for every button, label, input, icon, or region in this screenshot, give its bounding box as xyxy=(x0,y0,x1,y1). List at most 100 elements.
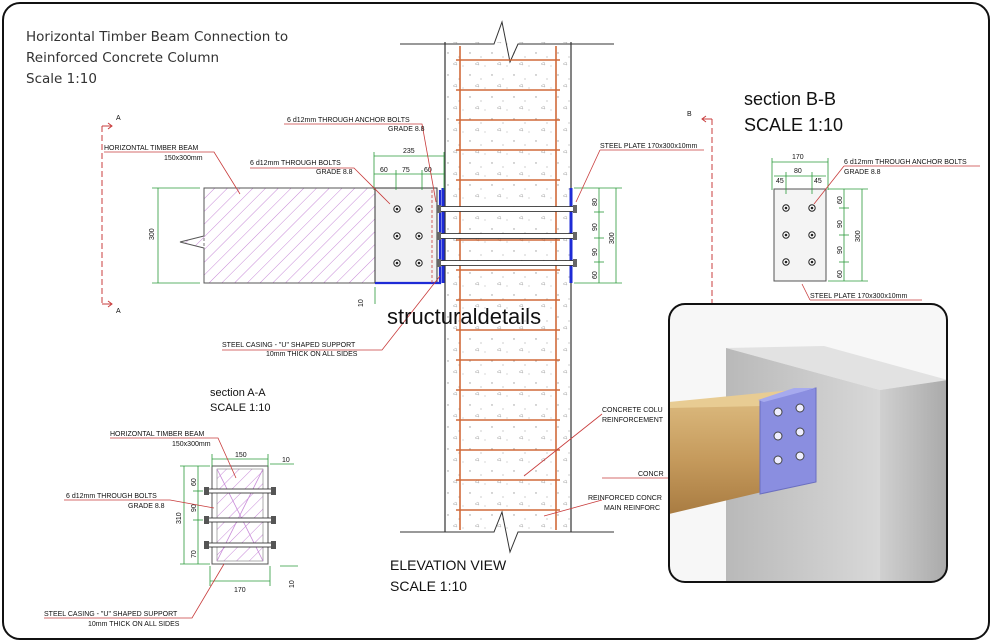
aa-dim-170: 170 xyxy=(234,587,246,594)
anchor-bolts-elevation xyxy=(437,205,577,267)
section-marker-b xyxy=(701,115,713,304)
bolt-core xyxy=(417,261,421,265)
render-bolt xyxy=(795,451,805,461)
bb-dim-v60-b: 60 xyxy=(837,270,844,278)
marker-a-top: A xyxy=(116,115,121,122)
steel-u-casing xyxy=(374,187,442,285)
section-aa-scale: SCALE 1:10 xyxy=(210,402,271,414)
aa-label-through-bolts: 6 d12mm THROUGH BOLTS xyxy=(66,493,157,500)
title-line-1: Horizontal Timber Beam Connection to xyxy=(26,29,288,45)
anchor-nut-right xyxy=(573,205,577,213)
bolt-nut-left xyxy=(204,541,209,549)
dim-right-90-a: 90 xyxy=(592,223,599,231)
label-main-reinf-1: REINFORCED CONCR xyxy=(588,495,662,502)
section-aa-title: section A-A xyxy=(210,387,266,399)
label-casing-note: 10mm THICK ON ALL SIDES xyxy=(266,351,358,358)
bolt-core xyxy=(417,234,421,238)
elevation-dimension-lines xyxy=(152,152,622,304)
bolt-nut-left xyxy=(204,487,209,495)
bolt-core xyxy=(784,233,788,237)
aa-label-casing-note: 10mm THICK ON ALL SIDES xyxy=(88,621,180,628)
marker-b-top: B xyxy=(687,111,692,118)
detail-drawing: Horizontal Timber Beam Connection to Rei… xyxy=(26,20,980,628)
bb-dim-80: 80 xyxy=(794,168,802,175)
dim-right-90-b: 90 xyxy=(592,248,599,256)
label-anchor-bolts: 6 d12mm THROUGH ANCHOR BOLTS xyxy=(287,117,410,124)
label-through-bolts: 6 d12mm THROUGH BOLTS xyxy=(250,160,341,167)
label-casing: STEEL CASING - "U" SHAPED SUPPORT xyxy=(222,342,356,349)
dim-75: 75 xyxy=(402,167,410,174)
marker-a-bottom: A xyxy=(116,308,121,315)
bb-dim-45-a: 45 xyxy=(776,178,784,185)
dim-10: 10 xyxy=(358,299,365,307)
label-main-reinf-2: MAIN REINFORC xyxy=(604,505,660,512)
aa-dim-v310: 310 xyxy=(176,512,183,524)
anchor-nut-left xyxy=(437,205,441,213)
bb-dim-v90-a: 90 xyxy=(837,220,844,228)
section-marker-a xyxy=(101,122,113,308)
dim-60-a: 60 xyxy=(380,167,388,174)
label-column-reinf-2: REINFORCEMENT xyxy=(602,417,664,424)
render-inset xyxy=(668,303,948,583)
bolt-core xyxy=(784,260,788,264)
label-timber-size: 150x300mm xyxy=(164,155,203,162)
anchor-rod xyxy=(439,233,577,239)
render-bolt xyxy=(773,455,783,465)
bolt-nut-right xyxy=(271,516,276,524)
bb-dim-v300: 300 xyxy=(855,230,862,242)
column-stirrups xyxy=(456,59,560,511)
bolt-core xyxy=(810,260,814,264)
aa-label-timber-beam: HORIZONTAL TIMBER BEAM xyxy=(110,431,205,438)
anchor-rod xyxy=(439,260,577,266)
anchor-nut-left xyxy=(437,232,441,240)
section-aa-dimension-lines xyxy=(180,454,298,586)
render-bolt xyxy=(773,407,783,417)
title-scale: Scale 1:10 xyxy=(26,71,97,87)
aa-dim-10-b: 10 xyxy=(289,580,296,588)
aa-label-casing: STEEL CASING - "U" SHAPED SUPPORT xyxy=(44,611,178,618)
aa-dim-v70: 70 xyxy=(191,550,198,558)
aa-label-timber-size: 150x300mm xyxy=(172,441,211,448)
bolt-nut-right xyxy=(271,487,276,495)
anchor-nut-left xyxy=(437,259,441,267)
section-aa-leaders xyxy=(44,437,237,619)
dim-beam-300: 300 xyxy=(149,228,156,240)
bb-label-steel-plate: STEEL PLATE 170x300x10mm xyxy=(810,293,907,300)
bb-dim-v60-a: 60 xyxy=(837,196,844,204)
bb-dim-170: 170 xyxy=(792,154,804,161)
anchor-rod xyxy=(439,206,577,212)
render-bolt xyxy=(795,403,805,413)
section-aa-timber xyxy=(211,465,269,565)
render-bolt xyxy=(773,431,783,441)
aa-dim-10: 10 xyxy=(282,457,290,464)
dim-60-b: 60 xyxy=(424,167,432,174)
section-bb-bolts xyxy=(782,204,816,266)
render-plate-bolts xyxy=(773,403,805,465)
bb-label-anchor-bolts: 6 d12mm THROUGH ANCHOR BOLTS xyxy=(844,159,967,166)
bb-dim-45-b: 45 xyxy=(814,178,822,185)
dim-235: 235 xyxy=(403,148,415,155)
dim-right-300: 300 xyxy=(609,232,616,244)
anchor-nut-right xyxy=(573,259,577,267)
aa-dim-150: 150 xyxy=(235,452,247,459)
watermark: structuraldetails xyxy=(387,304,541,329)
section-bb-dimension-lines xyxy=(771,158,868,282)
bolt-core xyxy=(395,261,399,265)
label-through-bolts-grade: GRADE 8.8 xyxy=(316,169,353,176)
bolt-core xyxy=(395,234,399,238)
section-aa-bolts xyxy=(204,487,276,549)
elevation-caption: ELEVATION VIEW xyxy=(390,557,507,573)
aa-dim-v60: 60 xyxy=(191,478,198,486)
timber-beam-elevation xyxy=(179,187,376,284)
elevation-scale: SCALE 1:10 xyxy=(390,578,467,594)
bolt-core xyxy=(784,206,788,210)
section-bb-scale: SCALE 1:10 xyxy=(744,115,843,135)
bolt-core xyxy=(810,206,814,210)
section-bb-leaders xyxy=(801,165,980,301)
label-timber-beam: HORIZONTAL TIMBER BEAM xyxy=(104,145,199,152)
dim-right-80: 80 xyxy=(592,198,599,206)
aa-label-through-bolts-grade: GRADE 8.8 xyxy=(128,503,165,510)
bolt-core xyxy=(810,233,814,237)
dim-right-60: 60 xyxy=(592,271,599,279)
